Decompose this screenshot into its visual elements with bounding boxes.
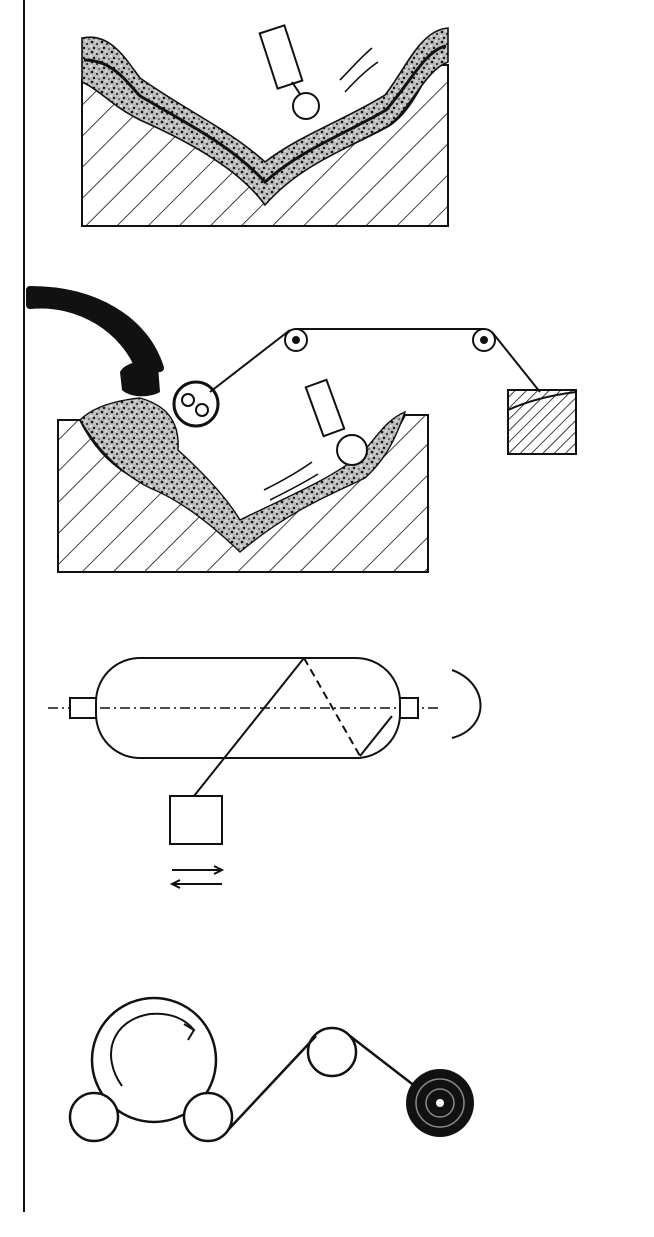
roller-motion-arrows bbox=[339, 47, 379, 93]
panel-filament-winding bbox=[48, 657, 482, 889]
guide-roller bbox=[306, 1026, 358, 1078]
spray-gun bbox=[120, 361, 160, 397]
roving-strand bbox=[209, 328, 541, 393]
roving-pulleys bbox=[284, 328, 496, 352]
laminate-ply-line bbox=[83, 44, 447, 185]
traversing-guide bbox=[169, 795, 223, 845]
traverse-arrows bbox=[169, 865, 225, 889]
lower-roll-left bbox=[68, 1091, 120, 1143]
roving-creel bbox=[507, 389, 577, 455]
sheet-path bbox=[227, 1035, 421, 1131]
sprayed-laminate bbox=[79, 397, 407, 553]
panel-calendering bbox=[68, 996, 474, 1143]
main-calender-roll bbox=[90, 996, 218, 1124]
roller bbox=[258, 24, 320, 120]
roller-motion-arrows bbox=[263, 461, 319, 501]
rotation-arrow bbox=[110, 1012, 195, 1087]
rotation-arrow bbox=[451, 669, 482, 739]
wind-up-roll bbox=[406, 1069, 474, 1137]
winding-filament bbox=[193, 657, 393, 797]
roller bbox=[304, 378, 368, 466]
spray-hose bbox=[26, 286, 164, 374]
lower-roll-right bbox=[182, 1091, 234, 1143]
rotation-arrowhead bbox=[183, 1023, 196, 1041]
chopper-unit bbox=[172, 380, 220, 428]
panel-spray-up bbox=[26, 286, 577, 573]
panel-hand-lay-up bbox=[81, 24, 449, 227]
